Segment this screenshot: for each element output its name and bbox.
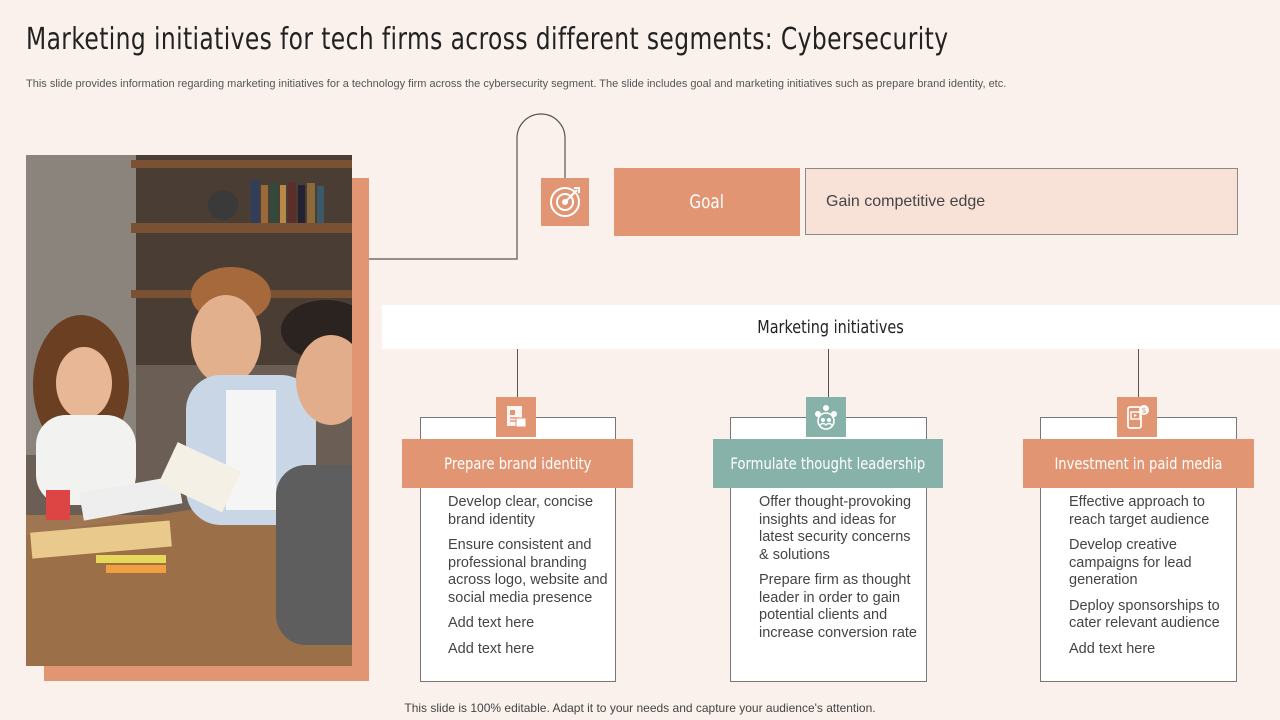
initiative-points-thought-leadership: Offer thought-provoking insights and ide…: [759, 494, 919, 650]
team-photo: [26, 155, 352, 666]
list-item: Prepare firm as thought leader in order …: [759, 572, 917, 641]
team-idea-icon: [806, 397, 846, 437]
initiative-points-paid-media: Effective approach to reach target audie…: [1069, 494, 1229, 666]
team-photo-illustration: [26, 155, 352, 666]
initiative-title-paid-media: Investment in paid media: [1023, 439, 1254, 488]
initiative-title-thought-leadership: Formulate thought leadership: [713, 439, 943, 488]
connector-line-3: [1138, 349, 1139, 397]
goal-connector-line: [369, 113, 566, 260]
marketing-initiatives-bar: Marketing initiatives: [382, 305, 1280, 349]
goal-label: Goal: [614, 168, 800, 236]
target-icon: [541, 178, 589, 226]
initiative-points-brand-identity: Develop clear, concise brand identity En…: [448, 494, 614, 666]
connector-line-2: [828, 349, 829, 397]
list-item: Add text here: [448, 615, 535, 631]
list-item: Effective approach to reach target audie…: [1069, 494, 1210, 528]
list-item: Develop creative campaigns for lead gene…: [1069, 537, 1192, 588]
mobile-ad-icon: $: [1117, 397, 1157, 437]
slide-subtitle: This slide provides information regardin…: [26, 78, 1007, 90]
list-item: Offer thought-provoking insights and ide…: [759, 494, 912, 563]
list-item: Develop clear, concise brand identity: [448, 494, 594, 528]
initiative-title-brand-identity: Prepare brand identity: [402, 439, 633, 488]
list-item: Add text here: [1069, 640, 1156, 657]
document-icon: [496, 397, 536, 437]
svg-text:$: $: [1141, 406, 1146, 415]
list-item: Add text here: [448, 640, 535, 657]
list-item: Ensure consistent and professional brand…: [448, 537, 608, 606]
connector-line-1: [517, 349, 518, 397]
goal-value: Gain competitive edge: [805, 168, 1238, 235]
list-item: Deploy sponsorships to cater relevant au…: [1069, 597, 1220, 632]
footer-note: This slide is 100% editable. Adapt it to…: [404, 701, 876, 715]
slide-title: Marketing initiatives for tech firms acr…: [26, 22, 949, 57]
